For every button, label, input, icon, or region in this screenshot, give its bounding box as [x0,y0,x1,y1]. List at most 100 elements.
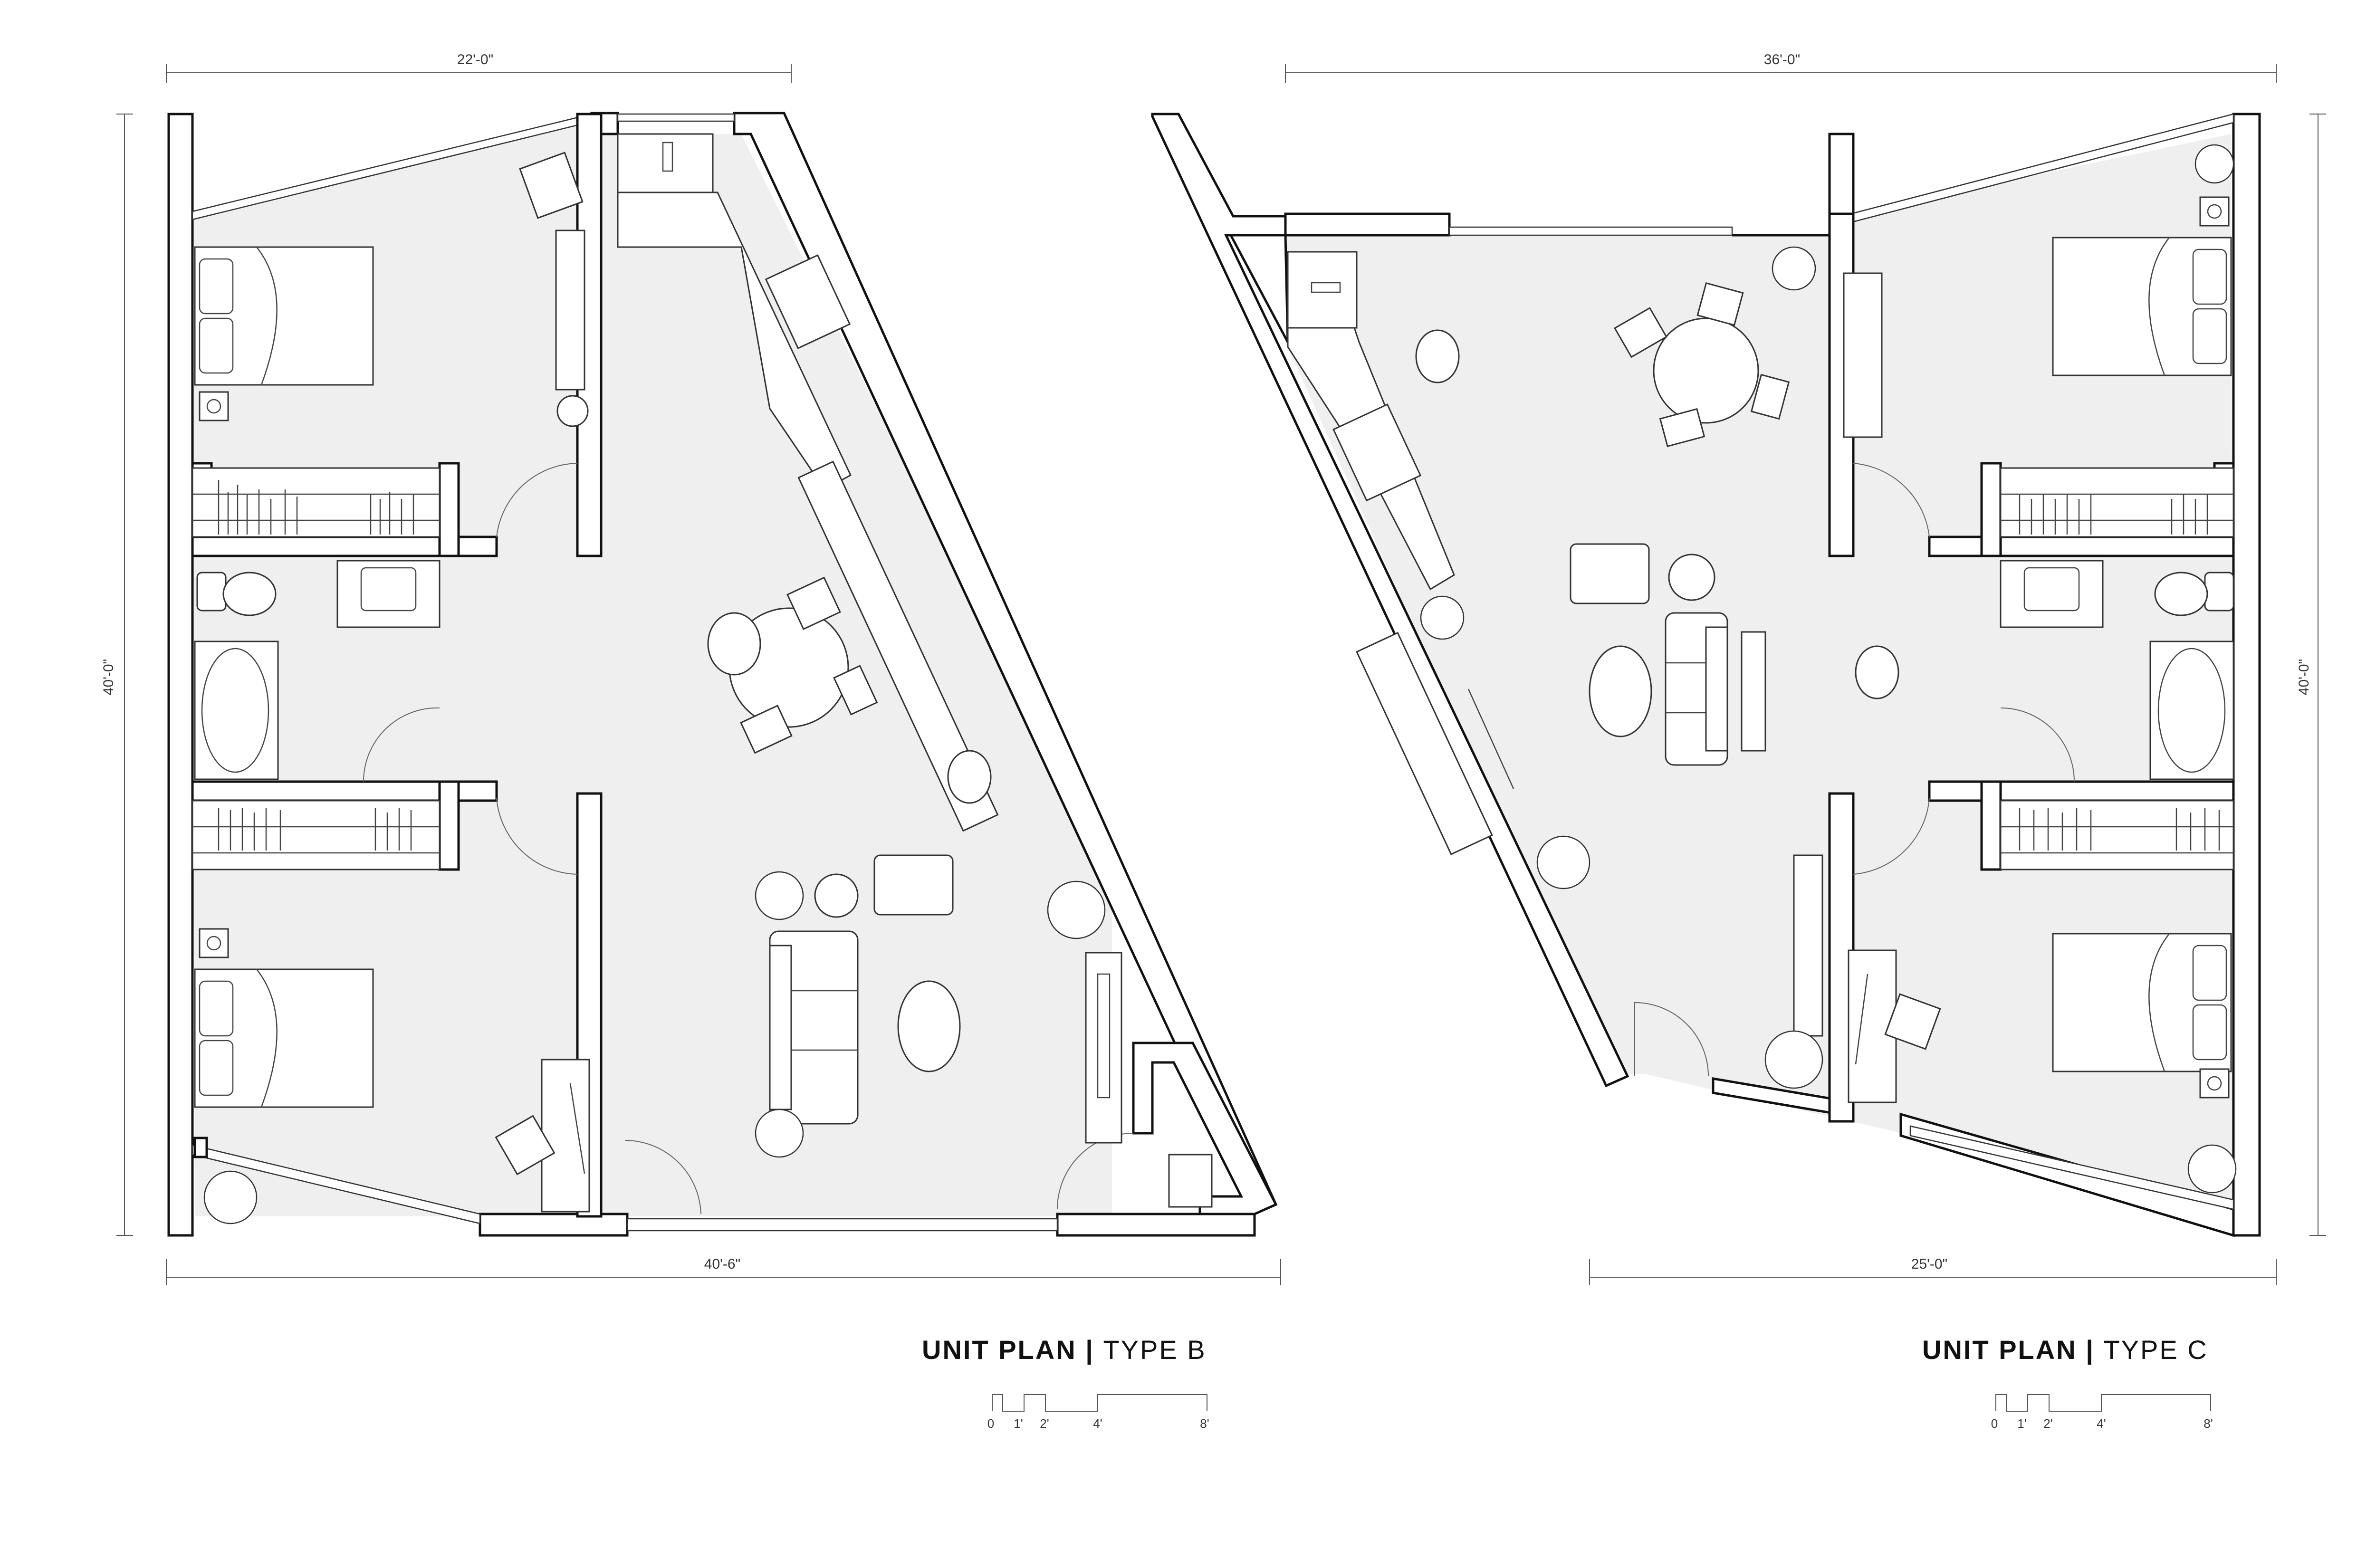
unit-plan-type-c: 36'-0" 40'-0" 25'-0" [1151,52,2326,1431]
windows-c [1448,113,2234,1210]
bed-top-c [2052,237,2232,376]
dimension-top-b: 22'-0" [166,52,792,83]
closet-bottom-b [192,800,441,870]
sofa-arm-c [1705,626,1728,752]
dimension-label-top-c: 36'-0" [1764,52,1800,67]
sink-c [2000,560,2104,628]
kitchen-living-c [1287,246,1899,1089]
nightstand-top-c [2199,196,2230,227]
bathtub-b [194,641,279,780]
bedroom-1-b [192,152,589,538]
dimension-label-bottom-b: 40'-6" [704,1256,740,1272]
scale-tick-2-c: 2' [2043,1416,2052,1431]
dining-chair-1-b [786,576,841,630]
plant-living-1-c [1536,835,1590,889]
plant-bedroom-c [2187,1144,2237,1194]
dining-table-c [1653,317,1759,424]
plant-kitchen-c [1772,246,1816,291]
plant-living-1-b [755,871,804,920]
dimension-bottom-c: 25'-0" [1589,1256,2277,1285]
bed-bottom-c [2052,933,2232,1072]
scale-tick-1-c: 1' [2017,1416,2026,1431]
dimension-right-c: 40'-0" [2296,114,2326,1236]
dining-chair-2-b [833,665,878,716]
person-kitchen-c [1415,329,1460,383]
closet-top-c [2000,467,2234,538]
scale-tick-1-b: 1' [1014,1416,1023,1431]
bathroom-c [2000,560,2234,780]
bathroom-b [194,560,441,780]
kitchen-sink-c [1287,251,1358,329]
bed-bottom-b [194,968,374,1108]
plant-living-2-c [1764,1030,1823,1089]
doors-c [1634,463,2075,1077]
nightstand-bottom-c [2199,1068,2230,1099]
kitchen-counter-b [617,191,852,490]
tv-console-b [1085,952,1122,1144]
scale-tick-4-b: 4' [1093,1416,1102,1431]
floor-area-b [192,116,1112,1216]
dresser-top-b [555,229,585,391]
person-standing-b [947,750,992,804]
bed-top-b [194,246,374,386]
side-table-b [814,873,859,918]
tv-console-c [1793,854,1823,1037]
dimension-label-bottom-c: 25'-0" [1911,1256,1947,1272]
bathtub-c [2149,641,2234,780]
side-table-c [1668,554,1715,601]
closet-top-b [192,467,441,538]
counter-segment-b [797,460,999,832]
closet-bottom-c [2000,800,2234,870]
desk-b [541,1059,590,1213]
desk-chair-c [1884,993,1941,1050]
person-dining-b [707,612,761,676]
coffee-table-c [1589,645,1652,737]
lamp-top-b [556,395,589,427]
desk-chair-b [495,1115,556,1176]
dimension-label-top-b: 22'-0" [457,52,493,67]
scale-bar-c: 0 1' 2' 4' 8' [1991,1394,2213,1431]
dining-chair-1-c [1614,307,1667,358]
interior-walls-c [1828,212,2235,1123]
windows-b [192,113,1058,1232]
armchair-living-c [1570,543,1650,604]
toilet-c [2204,572,2234,612]
toilet-b [196,572,227,612]
scale-tick-8-c: 8' [2204,1416,2213,1431]
title-type-c: UNIT PLAN | TYPE C [1922,1335,2208,1365]
scale-tick-8-b: 8' [1200,1416,1209,1431]
sink-b [336,560,441,628]
counter-lower-c [1356,631,1493,855]
dining-chair-2-c [1696,282,1744,326]
nightstand-top-b [199,391,229,421]
bedroom-2-b [192,800,590,1224]
dimension-label-right-c: 40'-0" [2296,659,2312,695]
stove-c [1332,403,1422,502]
dimension-top-c: 36'-0" [1285,52,2277,83]
title-type-b: UNIT PLAN | TYPE B [922,1335,1207,1365]
dresser-top-c [1843,272,1883,438]
plant-bedroom-b [203,1170,258,1224]
scale-tick-0-b: 0 [987,1416,994,1431]
dining-chair-3-c [1750,373,1790,420]
armchair-living-b [873,854,954,916]
coffee-table-b [897,980,961,1072]
stove-b [765,254,851,349]
kitchen-living-b [617,133,1213,1208]
scale-tick-2-b: 2' [1040,1416,1049,1431]
dining-chair-3-b [740,705,793,754]
sofa-back-c [1741,631,1766,752]
plant-living-3-b [1047,880,1106,939]
sofa-arm-b [769,945,792,1110]
scale-tick-0-c: 0 [1991,1416,1998,1431]
shoe-rack-b [1168,1154,1213,1208]
dimension-label-left-b: 40'-0" [101,659,116,695]
armchair-top-b [519,152,584,219]
bedroom-1-c [1843,144,2234,538]
dining-chair-4-c [1659,408,1705,448]
person-living-c [1855,645,1899,699]
dimension-left-b: 40'-0" [101,114,133,1236]
bedroom-2-c [1848,800,2237,1194]
scale-bar-b: 0 1' 2' 4' 8' [987,1394,1209,1431]
